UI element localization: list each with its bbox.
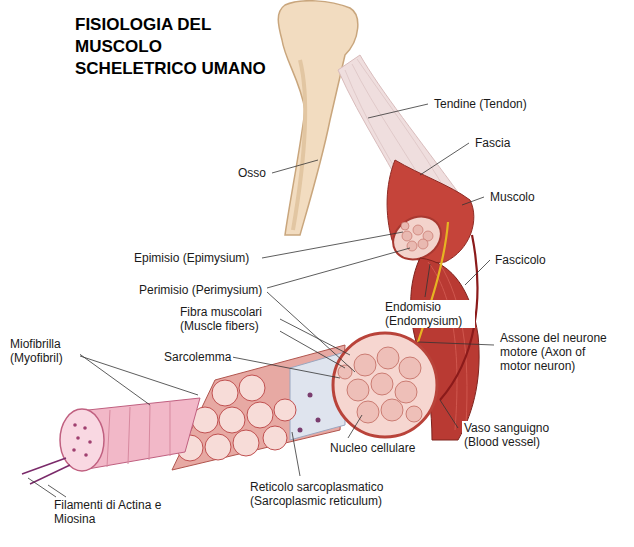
part-label: Fibra muscolari (Muscle fibers) xyxy=(178,305,280,333)
part-label: Reticolo sarcoplasmatico (Sarcoplasmic r… xyxy=(248,480,408,508)
part-label: Sarcolemma xyxy=(162,350,233,364)
part-label: Endomisio (Endomysium) xyxy=(383,300,475,328)
bone-shade xyxy=(293,60,305,230)
part-label: Osso xyxy=(236,166,268,180)
fibre-nuclei xyxy=(298,393,321,433)
part-label: Miofibrilla (Myofibril) xyxy=(8,337,80,365)
part-label: Fascicolo xyxy=(493,253,548,267)
myofibril-striations xyxy=(107,402,170,467)
fascicle-cross-section xyxy=(333,333,437,437)
part-label: Assone del neurone motore (Axon of motor… xyxy=(498,331,620,373)
part-label: Muscolo xyxy=(488,190,537,204)
muscle-cut-face xyxy=(385,208,448,268)
part-label: Fascia xyxy=(473,136,512,150)
part-label: Vaso sanguigno (Blood vessel) xyxy=(462,421,564,449)
filaments xyxy=(22,458,70,484)
part-label: Perimisio (Perimysium) xyxy=(137,283,264,297)
myofibril-end xyxy=(60,409,104,471)
part-label: Epimisio (Epimysium) xyxy=(132,251,251,265)
part-label: Tendine (Tendon) xyxy=(432,97,529,111)
diagram-title: FISIOLOGIA DEL MUSCOLO SCHELETRICO UMANO xyxy=(75,14,285,80)
part-label: Nucleo cellulare xyxy=(328,441,417,455)
bone xyxy=(278,1,358,235)
leader-lines xyxy=(28,104,494,497)
part-label: Filamenti di Actina e Miosina xyxy=(52,498,168,526)
